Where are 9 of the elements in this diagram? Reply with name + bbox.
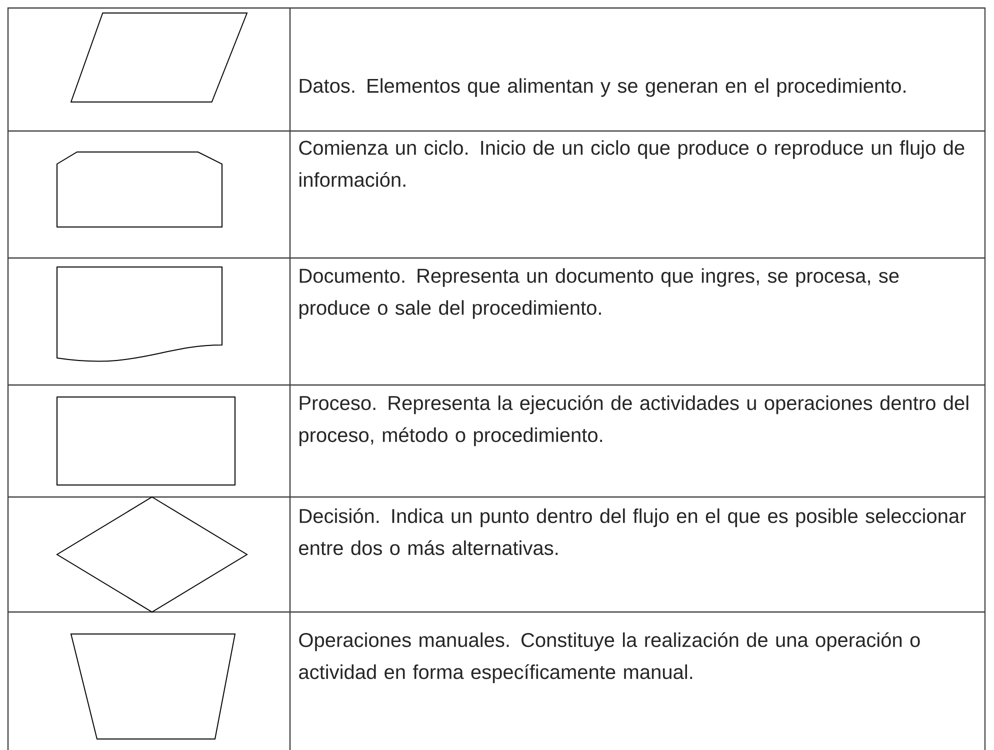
description-text: Proceso. Representa la ejecución de actividades u operaciones dentro del proceso, método o procedimiento. [300,395,968,446]
description-text: Documento. Representa un documento que ingres, se procesa, se produce o sale del procedimiento. [300,268,899,319]
loop-start-symbol [56,152,222,228]
description-text: Operaciones manuales. Constituye la realización de una operación o actividad en forma específicamente manual. [299,632,920,684]
description-text: Decisión. Indica un punto dentro del flujo en el que es posible seleccionar entre dos o más alternativas. [299,508,966,556]
description-text: Datos. Elementos que alimentan y se generan en el procedimiento. [300,78,906,97]
document-symbol [56,266,222,362]
process-rectangle [56,396,236,486]
description-text: Comienza un ciclo. Inicio de un ciclo que produce o reproduce un flujo de información. [299,140,964,187]
